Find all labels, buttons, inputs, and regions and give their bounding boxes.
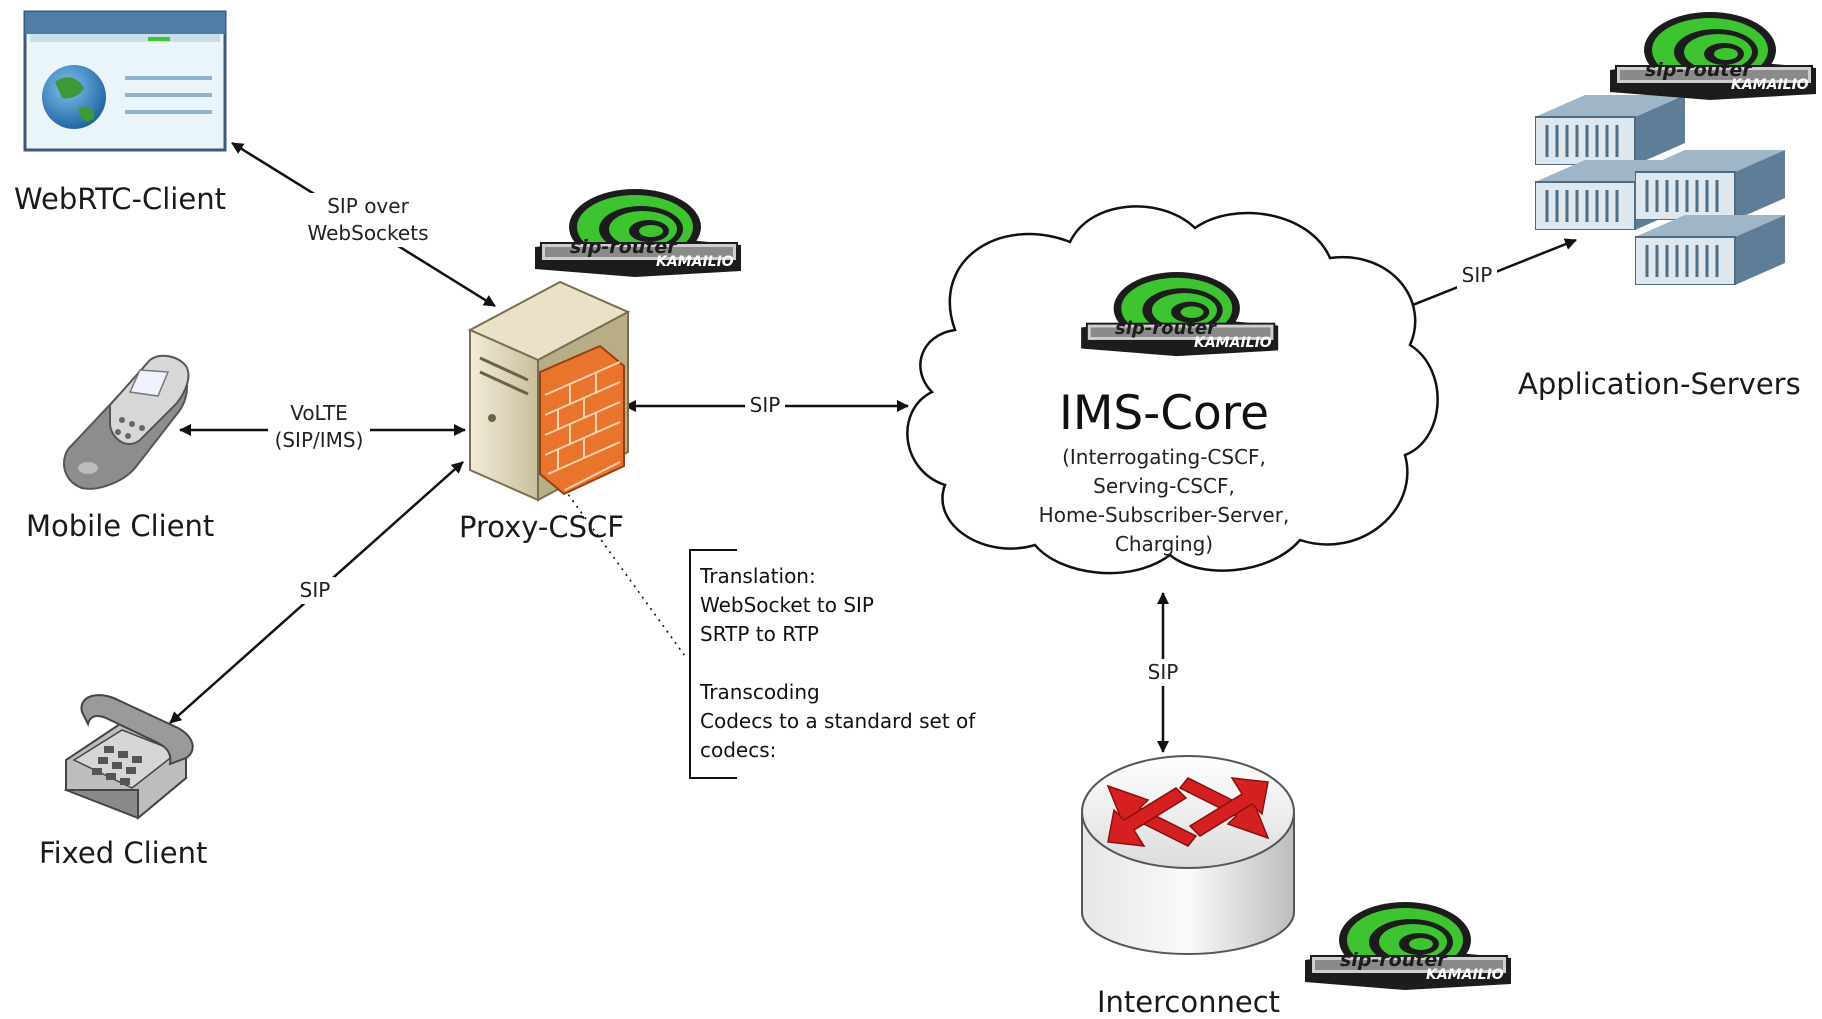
ims-core-cloud (906, 205, 1439, 575)
annotation-note: Translation: WebSocket to SIP SRTP to RT… (700, 562, 975, 765)
globe-icon (42, 65, 106, 129)
logo-wordmark-appservers: sip-router (1645, 59, 1752, 81)
note-bracket (689, 549, 737, 779)
edge-label-fixed: SIP (295, 577, 335, 604)
note-line: Transcoding (700, 680, 820, 704)
note-leader-line (551, 471, 686, 657)
edge-label-core-appservers: SIP (1457, 262, 1497, 289)
node-label-fixed-client: Fixed Client (39, 836, 208, 870)
logo-wordmark-imscore: sip-router (1115, 318, 1216, 339)
note-line: Codecs to a standard set of (700, 709, 976, 733)
ims-core-component: (Interrogating-CSCF, (1062, 445, 1266, 469)
desk-phone-icon (63, 694, 194, 821)
note-line: Translation: (700, 564, 816, 588)
ims-core-component: Charging) (1114, 532, 1214, 556)
edge-label-line: WebSockets (307, 221, 429, 245)
node-label-application-servers: Application-Servers (1518, 367, 1801, 401)
edge-label-webrtc: SIP over WebSockets (303, 193, 433, 247)
logo-wordmark-proxy: sip-router (570, 236, 677, 258)
logo-wordmark-interconnect: sip-router (1340, 949, 1447, 971)
logo-brand-appservers: KAMAILIO (1731, 77, 1809, 93)
browser-window-icon (23, 10, 227, 152)
ims-core-component: Serving-CSCF, (1093, 474, 1235, 498)
edge-label-line: SIP over (327, 194, 409, 218)
node-label-webrtc-client: WebRTC-Client (14, 182, 226, 216)
note-line (700, 649, 975, 678)
note-line: SRTP to RTP (700, 622, 819, 646)
edge-label-mobile: VoLTE (SIP/IMS) (268, 400, 370, 454)
logo-brand-interconnect: KAMAILIO (1426, 967, 1504, 983)
firewall-icon (539, 344, 625, 496)
mobile-phone-icon (62, 354, 190, 490)
router-icon (1081, 755, 1295, 955)
edge-label-line: VoLTE (290, 401, 348, 425)
edge-label-proxy-core: SIP (745, 392, 785, 419)
proxy-server-icon (467, 280, 631, 502)
note-line: codecs: (700, 738, 777, 762)
edge-label-line: (SIP/IMS) (274, 428, 364, 452)
node-label-proxy-cscf: Proxy-CSCF (459, 510, 624, 544)
ims-core-title: IMS-Core (1059, 386, 1269, 441)
ims-core-components: (Interrogating-CSCF, Serving-CSCF, Home-… (1030, 443, 1298, 559)
ims-core-component: Home-Subscriber-Server, (1038, 503, 1290, 527)
node-label-interconnect: Interconnect (1097, 985, 1281, 1019)
server-rack-icon (1535, 95, 1785, 285)
logo-brand-imscore: KAMAILIO (1194, 335, 1272, 351)
edge-label-core-interconnect: SIP (1143, 659, 1183, 686)
note-line: WebSocket to SIP (700, 593, 874, 617)
node-label-mobile-client: Mobile Client (26, 509, 215, 543)
logo-brand-proxy: KAMAILIO (656, 254, 734, 270)
